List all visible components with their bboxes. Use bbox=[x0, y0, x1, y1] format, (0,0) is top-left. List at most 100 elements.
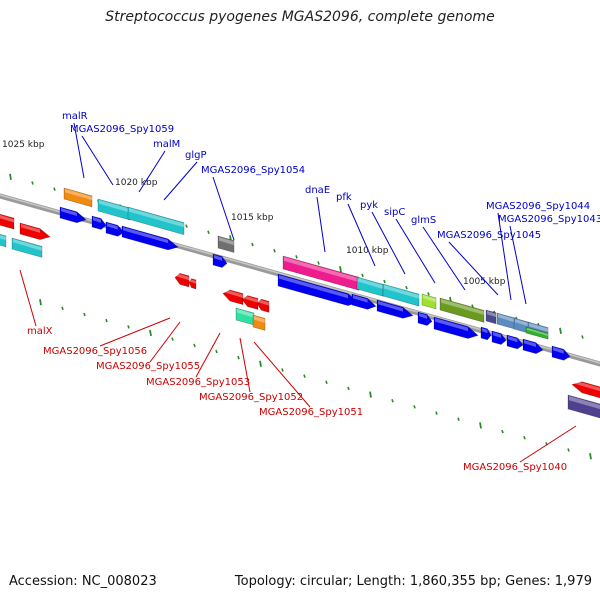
tick-lower-2 bbox=[83, 312, 86, 317]
leader-line-reverse bbox=[99, 317, 171, 347]
map-title: Streptococcus pyogenes MGAS2096, complet… bbox=[105, 9, 495, 25]
gene-blue-m-shine bbox=[524, 340, 536, 347]
tick-lower-7 bbox=[193, 343, 196, 348]
gene-blue-l-shine bbox=[508, 336, 518, 343]
tick-lower-13 bbox=[325, 380, 328, 385]
leader-line-forward bbox=[163, 161, 198, 201]
tick-upper-17 bbox=[383, 279, 386, 284]
gene-red-r-b bbox=[256, 298, 270, 313]
gene-red-r-c-shine bbox=[573, 380, 600, 392]
leader-line-forward bbox=[316, 196, 326, 253]
gene-blue-l bbox=[506, 334, 524, 350]
gene-blue-h bbox=[417, 311, 433, 326]
gene-label-forward: MGAS2096_Spy1043 bbox=[498, 214, 600, 225]
gene-blue-f-shine bbox=[353, 295, 368, 303]
tick-lower-25 bbox=[589, 453, 592, 460]
leader-line-reverse bbox=[519, 425, 577, 463]
gene-pyk-shine bbox=[384, 285, 419, 299]
gene-label-forward: sipC bbox=[384, 207, 405, 218]
gene-label-reverse: MGAS2096_Spy1053 bbox=[146, 377, 250, 388]
gene-red-r-b-shine bbox=[258, 299, 269, 306]
tick-lower-10 bbox=[259, 360, 262, 367]
gene-glgP-shine bbox=[129, 208, 184, 228]
gene-blue-i-shine bbox=[435, 318, 468, 332]
gene-pfk bbox=[356, 276, 384, 297]
gene-red-left-2-shine bbox=[21, 224, 40, 233]
gene-Spy1059 bbox=[59, 206, 87, 224]
tick-upper-18 bbox=[405, 285, 408, 290]
leader-line-forward bbox=[395, 218, 436, 284]
gene-Spy1055 bbox=[188, 278, 197, 290]
tick-lower-14 bbox=[347, 386, 350, 391]
tick-lower-4 bbox=[127, 325, 130, 329]
tick-upper-21 bbox=[471, 304, 474, 308]
gene-Spy1055-shine bbox=[190, 279, 196, 284]
scale-label: 1025 kbp bbox=[2, 140, 45, 150]
gene-red-left-2 bbox=[19, 222, 51, 240]
gene-blue-d-shine bbox=[214, 255, 223, 261]
leader-line-forward bbox=[212, 176, 235, 241]
tick-upper-12 bbox=[273, 248, 276, 253]
gene-label-reverse: MGAS2096_Spy1055 bbox=[96, 361, 200, 372]
leader-line-forward bbox=[422, 226, 466, 291]
tick-lower-11 bbox=[281, 368, 284, 372]
gene-pfk-shine bbox=[358, 278, 383, 289]
scale-label: 1010 kbp bbox=[346, 246, 389, 256]
tick-lower-5 bbox=[149, 329, 152, 337]
gene-cyan-left-2 bbox=[11, 237, 43, 258]
gene-sipC-shine bbox=[423, 295, 436, 303]
leader-line-forward bbox=[497, 212, 512, 301]
gene-label-forward: glgP bbox=[185, 150, 207, 161]
gene-blue-d bbox=[212, 253, 228, 268]
tick-lower-3 bbox=[105, 318, 108, 323]
gene-Spy1051-shine bbox=[254, 316, 265, 323]
gene-red-r-a-shine bbox=[243, 295, 258, 303]
topology-text: Topology: circular; Length: 1,860,355 bp… bbox=[234, 574, 592, 589]
tick-upper-11 bbox=[251, 242, 254, 247]
tick-lower-0 bbox=[39, 299, 42, 306]
tick-lower-20 bbox=[479, 422, 482, 429]
gene-malM-shine bbox=[99, 200, 130, 213]
tick-lower-21 bbox=[501, 429, 504, 434]
leader-line-forward bbox=[81, 135, 114, 186]
gene-blue-m bbox=[522, 338, 544, 354]
gene-malR-shine bbox=[65, 189, 92, 201]
leader-line-reverse bbox=[195, 332, 221, 378]
gene-cyan-left-2-shine bbox=[13, 239, 42, 251]
tick-lower-15 bbox=[369, 391, 372, 398]
gene-blue-n-shine bbox=[553, 347, 564, 354]
tick-upper-1 bbox=[31, 181, 34, 185]
accession-text: Accession: NC_008023 bbox=[9, 574, 157, 589]
gene-label-forward: malM bbox=[153, 139, 180, 150]
tick-lower-18 bbox=[435, 411, 438, 415]
gene-Spy1045 bbox=[485, 309, 497, 325]
leader-line-forward bbox=[347, 203, 376, 267]
gene-blue-i bbox=[433, 316, 479, 339]
gene-blue-c bbox=[121, 225, 179, 251]
tick-lower-19 bbox=[457, 417, 460, 421]
gene-label-forward: MGAS2096_Spy1045 bbox=[437, 230, 541, 241]
leader-line-forward bbox=[509, 225, 527, 305]
leader-line-forward bbox=[448, 241, 499, 296]
gene-blue-e-shine bbox=[279, 275, 348, 299]
gene-red-r-c bbox=[571, 381, 600, 399]
tick-upper-16 bbox=[361, 273, 364, 278]
gene-Spy1044-shine bbox=[498, 314, 515, 323]
gene-label-forward: glmS bbox=[411, 215, 436, 226]
gene-label-forward: malR bbox=[62, 111, 88, 122]
tick-lower-8 bbox=[215, 349, 218, 354]
gene-Spy1054 bbox=[217, 235, 235, 253]
gene-glmS bbox=[439, 297, 485, 323]
leader-line-reverse bbox=[239, 337, 251, 393]
tick-lower-9 bbox=[237, 355, 240, 360]
tick-upper-19 bbox=[427, 292, 430, 296]
gene-blue-b-shine bbox=[107, 223, 118, 230]
gene-Spy1045-shine bbox=[487, 311, 496, 318]
gene-blue-f bbox=[351, 293, 377, 310]
gene-label-forward: MGAS2096_Spy1044 bbox=[486, 201, 590, 212]
gene-blue-j bbox=[480, 326, 492, 341]
tick-lower-24 bbox=[567, 448, 570, 452]
gene-blue-c-shine bbox=[123, 227, 168, 244]
gene-Spy1059-shine bbox=[61, 208, 77, 217]
